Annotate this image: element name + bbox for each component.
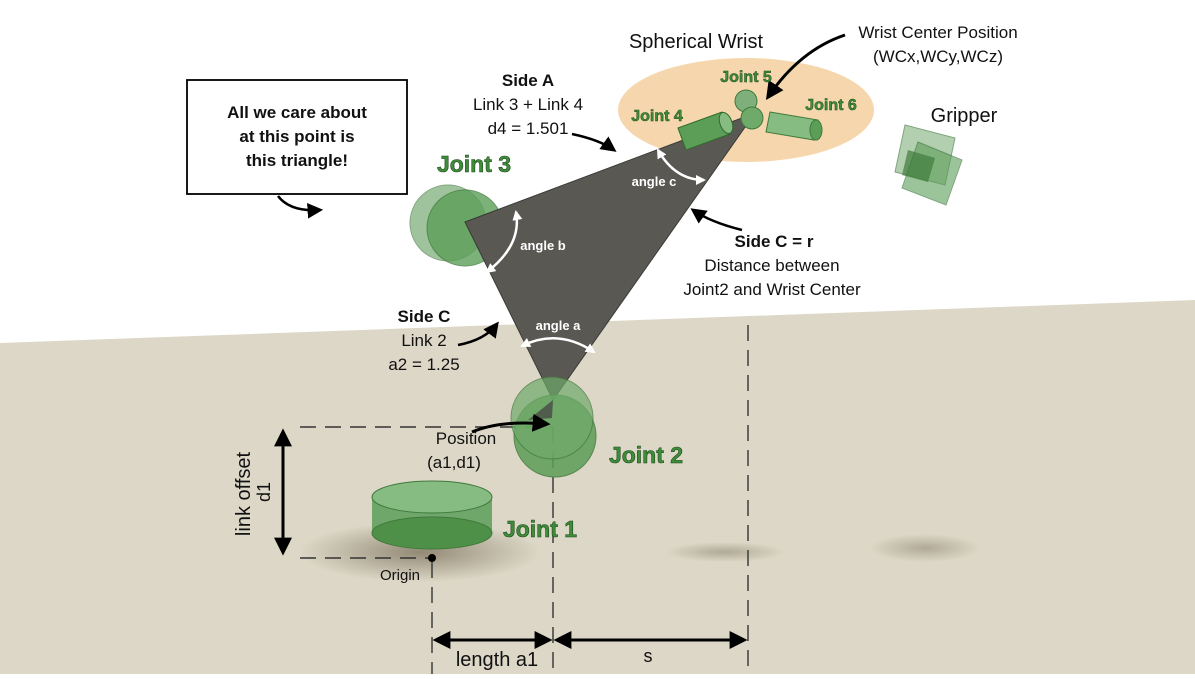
joint6-label: Joint 6 <box>805 97 857 114</box>
side-a-title: Side A <box>502 71 554 90</box>
joint1-cylinder <box>371 480 493 550</box>
joint6-cylinder <box>765 111 823 141</box>
callout-line2: at this point is <box>239 127 354 146</box>
spherical-wrist-label: Spherical Wrist <box>629 31 764 53</box>
joint5-sphere <box>734 89 764 130</box>
side-c-title: Side C <box>398 307 451 326</box>
side-c-desc: Link 2 <box>401 331 446 350</box>
link-offset-label: link offset <box>233 451 255 536</box>
length-a1-label: length a1 <box>456 649 538 671</box>
wc-position-coords: (WCx,WCy,WCz) <box>873 47 1003 66</box>
side-c-r-desc2: Joint2 and Wrist Center <box>683 280 861 299</box>
callout-arrow <box>276 195 324 219</box>
side-c-r-arrow <box>690 208 743 232</box>
callout-line1: All we care about <box>227 103 367 122</box>
position-arrow <box>471 413 551 434</box>
ground-plane <box>0 300 1195 674</box>
origin-label: Origin <box>380 567 420 584</box>
gripper-shadow <box>870 534 980 562</box>
side-a-value: d4 = 1.501 <box>488 119 569 138</box>
angle-c-arc <box>656 148 706 185</box>
wrist-shadow <box>665 542 785 562</box>
callout-box <box>186 79 408 195</box>
joint2-label: Joint 2 <box>609 442 683 468</box>
wc-position-title: Wrist Center Position <box>858 23 1017 42</box>
callout-line3: this triangle! <box>246 151 348 170</box>
angle-c-label: angle c <box>632 174 677 189</box>
side-c-arrow <box>457 321 499 347</box>
gripper-label: Gripper <box>931 105 998 127</box>
side-a-arrow <box>571 132 617 152</box>
origin-dot <box>428 554 436 562</box>
joint5-label: Joint 5 <box>720 69 772 86</box>
gripper-cubes <box>894 124 963 206</box>
position-title: Position <box>436 429 496 448</box>
side-a-desc: Link 3 + Link 4 <box>473 95 583 114</box>
position-coords: (a1,d1) <box>427 453 481 472</box>
s-label: s <box>644 646 653 666</box>
side-c-r-title: Side C = r <box>735 232 814 251</box>
angle-a-label: angle a <box>536 318 582 333</box>
angle-b-label: angle b <box>520 238 566 253</box>
angle-a-arc <box>520 337 596 354</box>
joint4-label: Joint 4 <box>631 108 683 125</box>
joint1-label: Joint 1 <box>503 516 577 542</box>
side-c-r-desc1: Distance between <box>704 256 839 275</box>
wc-position-arrow <box>765 33 846 100</box>
joint4-cylinder <box>677 111 734 151</box>
d1-label: d1 <box>254 482 274 502</box>
side-c-value: a2 = 1.25 <box>388 355 459 374</box>
angle-b-arc <box>485 210 523 274</box>
joint3-label: Joint 3 <box>437 151 511 177</box>
joint2-cylinder <box>510 376 597 478</box>
